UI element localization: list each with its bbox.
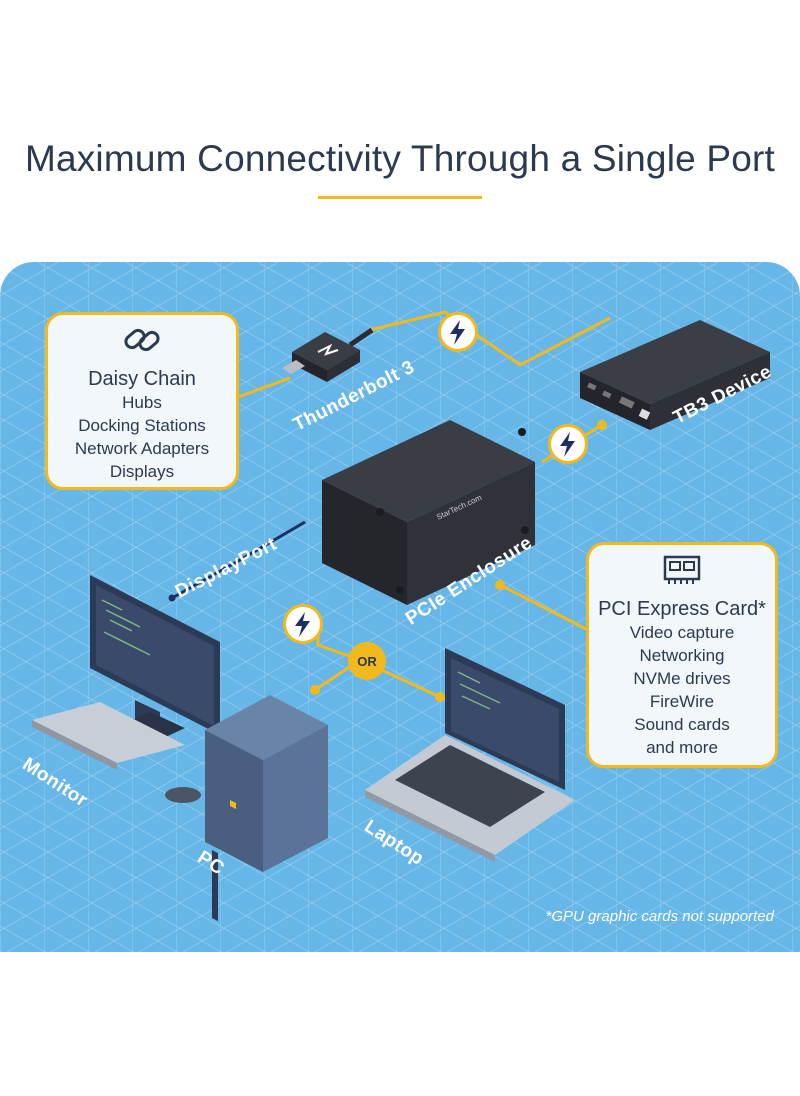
expansion-card-icon bbox=[663, 555, 701, 584]
pcie-enclosure-image: StarTech.com bbox=[322, 420, 535, 605]
daisy-chain-item: Network Adapters bbox=[74, 439, 210, 458]
page-title: Maximum Connectivity Through a Single Po… bbox=[24, 138, 776, 179]
pci-card-item: Sound cards bbox=[634, 715, 730, 734]
pci-card-item: Video capture bbox=[629, 623, 735, 642]
pci-card-heading: PCI Express Card* bbox=[598, 598, 766, 620]
pci-card-item: NVMe drives bbox=[633, 669, 731, 688]
thunderbolt-icon bbox=[438, 312, 478, 352]
or-badge: OR bbox=[348, 642, 386, 680]
pci-card-item: Networking bbox=[639, 646, 725, 665]
displayport-cable bbox=[171, 520, 306, 600]
connector-dot bbox=[495, 580, 505, 590]
daisy-chain-heading: Daisy Chain bbox=[88, 368, 196, 390]
connector-dot bbox=[435, 692, 445, 702]
thunderbolt-icon bbox=[283, 604, 323, 644]
connector-dot bbox=[310, 685, 320, 695]
daisy-chain-item: Docking Stations bbox=[78, 416, 206, 435]
thunderbolt-icon bbox=[548, 424, 588, 464]
pci-express-card-callout: PCI Express Card* Video capture Networki… bbox=[586, 542, 778, 768]
diagram-panel: StarTech.com bbox=[0, 262, 800, 952]
pci-card-item: and more bbox=[646, 738, 718, 757]
thunderbolt-cable-image bbox=[282, 327, 374, 382]
connector-dot bbox=[597, 420, 607, 430]
laptop-image bbox=[365, 648, 575, 862]
diagram-scene: StarTech.com bbox=[32, 310, 770, 922]
displayport-connector bbox=[168, 594, 176, 602]
daisy-chain-callout: Daisy Chain Hubs Docking Stations Networ… bbox=[45, 312, 239, 490]
title-underline bbox=[318, 196, 482, 199]
pci-card-item: FireWire bbox=[649, 692, 715, 711]
footnote: *GPU graphic cards not supported bbox=[545, 908, 774, 925]
tb3-device-image bbox=[580, 320, 770, 430]
link-icon bbox=[124, 328, 160, 352]
monitor-image bbox=[32, 575, 220, 803]
daisy-chain-item: Displays bbox=[109, 462, 175, 481]
daisy-chain-item: Hubs bbox=[122, 393, 162, 412]
pc-tower-image bbox=[205, 695, 328, 922]
